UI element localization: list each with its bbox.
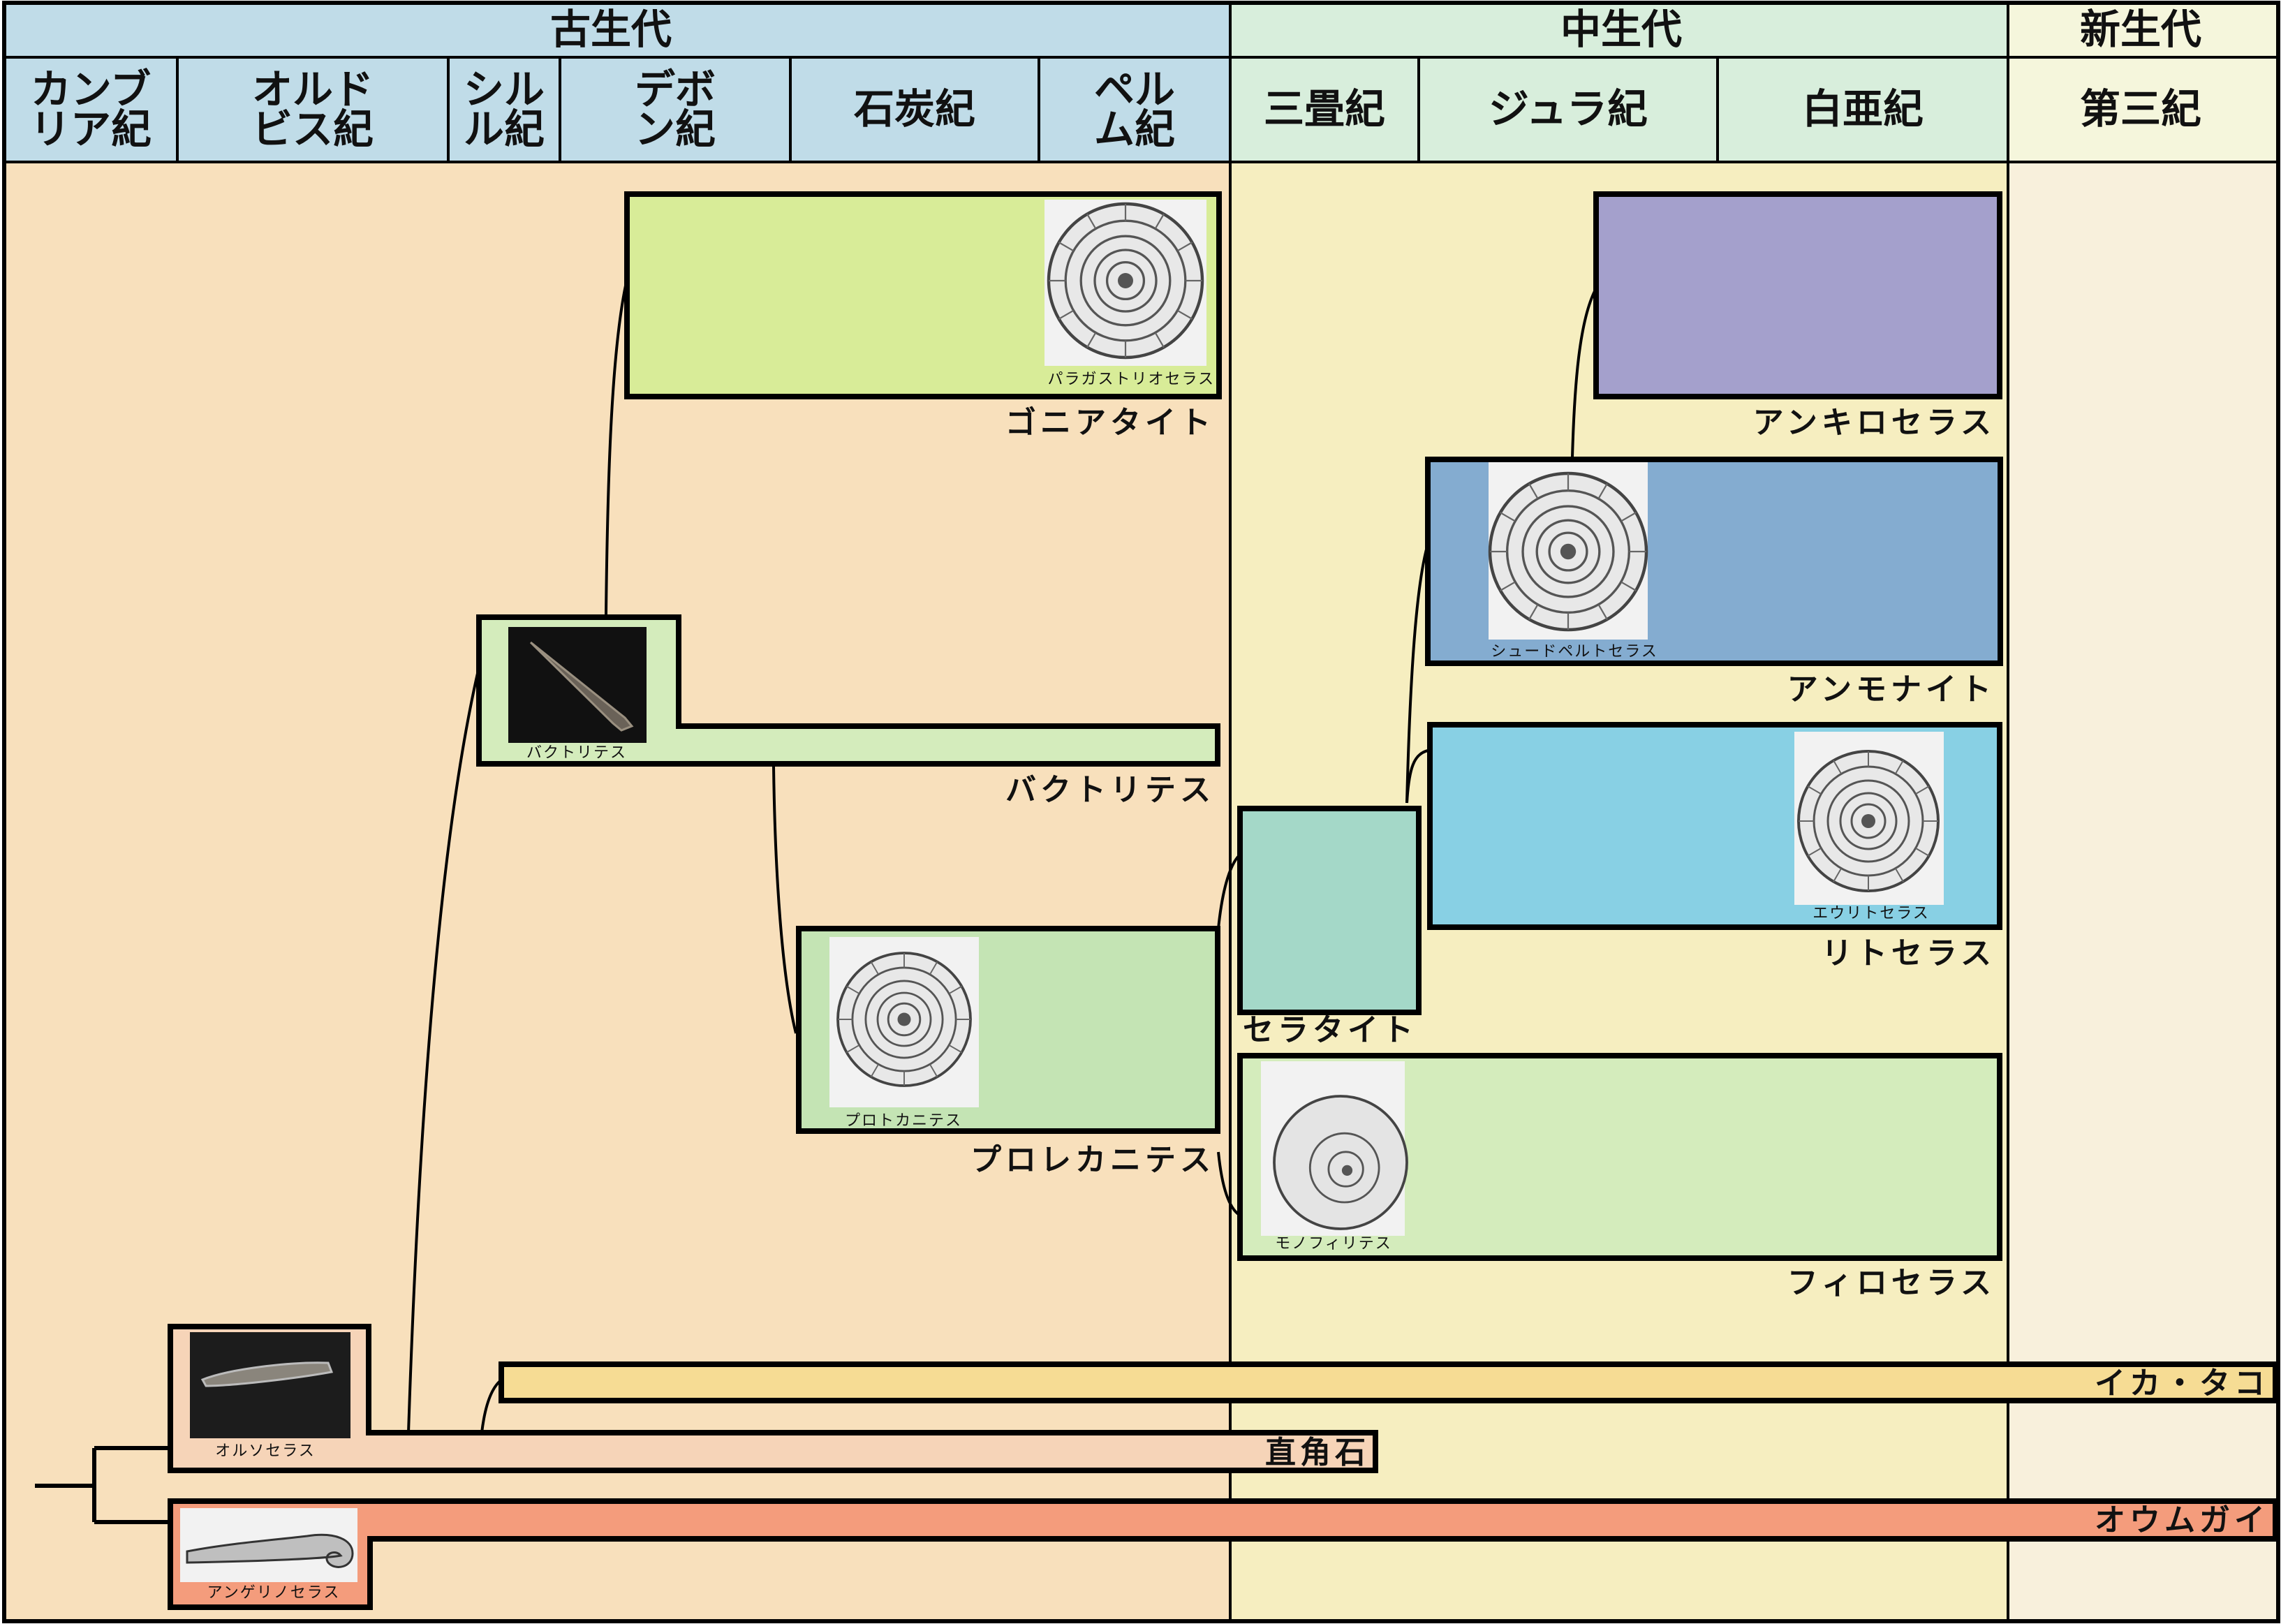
orthocerida-box [168, 1324, 1378, 1473]
period-row [3, 56, 2280, 163]
period-cambrian-line2: リア紀 [30, 105, 152, 153]
period-carboniferous: 石炭紀 [854, 85, 975, 133]
lytoceras-image-caption: エウリトセラス [1813, 905, 1930, 922]
ancyloceras-box [1593, 191, 2002, 399]
period-permian-line1: ペル [1094, 66, 1175, 113]
period-devonian-line2: ン紀 [635, 105, 716, 153]
ammonite-label: アンモナイト [1787, 672, 1995, 707]
period-permian-line2: ム紀 [1094, 105, 1175, 153]
phylloceras-label: フィロセラス [1787, 1265, 1995, 1301]
straight-shell-fossil-icon [200, 1361, 334, 1387]
period-silurian-line2: ル紀 [464, 105, 545, 153]
nautilus-image-caption: アンゲリノセラス [207, 1584, 341, 1602]
period-devonian-line1: デボ [635, 66, 716, 113]
bactrites-image-caption: バクトリテス [526, 744, 627, 762]
bactrites-label: バクトリテス [1005, 772, 1215, 808]
prolecanites-label: プロレカニテス [970, 1142, 1215, 1178]
straight-shell-fossil-icon [529, 641, 634, 732]
period-jurassic: ジュラ紀 [1489, 85, 1648, 133]
bactrites-box [476, 614, 1220, 767]
nautilus-box [168, 1498, 2278, 1610]
spiral-shell-fossil-icon [1273, 1095, 1408, 1230]
ceratite-box [1237, 806, 1422, 1015]
ammonite-fossil-icon [1490, 473, 1646, 630]
ammonite-fossil-icon [1049, 204, 1202, 357]
era-paleozoic: 古生代 [550, 6, 672, 53]
ceratite-label: セラタイト [1243, 1012, 1417, 1048]
prolecanites-image-caption: プロトカニテス [845, 1112, 962, 1130]
period-cretaceous: 白亜紀 [1802, 85, 1924, 133]
orthocerida-image-caption: オルソセラス [215, 1442, 316, 1460]
period-silurian-line1: シル [464, 66, 545, 113]
ancyloceras-label: アンキロセラス [1753, 405, 1995, 441]
goniatite-image-caption: パラガストリオセラス [1047, 371, 1215, 388]
orthocerida-label: 直角石 [1265, 1435, 1370, 1470]
period-cambrian-line1: カンブ [31, 66, 151, 113]
spiral-shell-fossil-icon [186, 1533, 354, 1568]
lytoceras-label: リトセラス [1822, 936, 1995, 971]
era-cenozoic: 新生代 [2080, 6, 2201, 53]
phylloceras-image-caption: モノフィリテス [1275, 1235, 1392, 1253]
period-ordovician-line1: オルド [252, 66, 374, 113]
period-ordovician-line2: ビス紀 [252, 105, 374, 153]
squid-octopus-label: イカ・タコ [2095, 1366, 2269, 1401]
ammonite-fossil-icon [836, 952, 972, 1087]
period-triassic: 三畳紀 [1264, 85, 1385, 133]
ammonite-fossil-icon [1797, 750, 1940, 892]
period-tertiary: 第三紀 [2080, 85, 2201, 133]
squid-octopus-box [499, 1361, 2278, 1403]
goniatite-label: ゴニアタイト [1005, 405, 1215, 441]
ammonite-image-caption: シュードペルトセラス [1491, 643, 1658, 660]
era-mesozoic: 中生代 [1560, 6, 1682, 53]
nautilus-label: オウムガイ [2095, 1503, 2269, 1538]
